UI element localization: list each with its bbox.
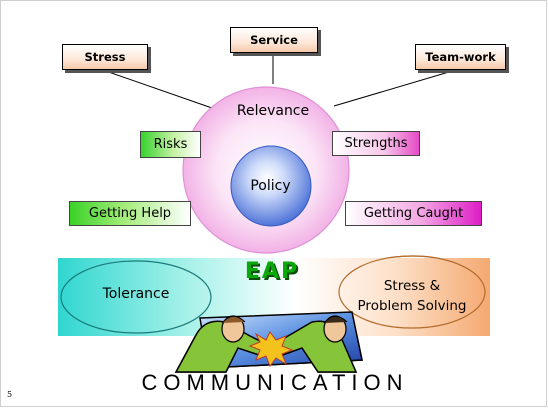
communication-title: COMMUNICATION (141, 370, 409, 395)
stress-box: Stress (62, 44, 148, 70)
page-number: 5 (7, 390, 13, 399)
connector-teamwork (333, 68, 460, 107)
getting-caught-box: Getting Caught (345, 201, 482, 226)
problem-solving-line: Problem Solving (357, 298, 467, 314)
stress-problem-label: Stress & Problem Solving (337, 276, 487, 316)
strengths-box: Strengths (332, 131, 420, 156)
relevance-label: Relevance (236, 103, 310, 119)
tolerance-oval-outline (60, 260, 212, 334)
connector-stress (99, 68, 213, 109)
handshake-figure (174, 311, 363, 373)
teamwork-box: Team-work (415, 44, 506, 70)
policy-circle (230, 145, 312, 227)
risks-box: Risks (140, 131, 201, 158)
stress-oval-outline (338, 255, 486, 329)
getting-help-box: Getting Help (69, 201, 191, 226)
tolerance-label: Tolerance (102, 286, 170, 302)
eap-title: EAP (244, 259, 300, 284)
policy-label: Policy (250, 178, 291, 194)
service-box: Service (230, 27, 318, 53)
stress-line: Stress & (383, 278, 441, 294)
